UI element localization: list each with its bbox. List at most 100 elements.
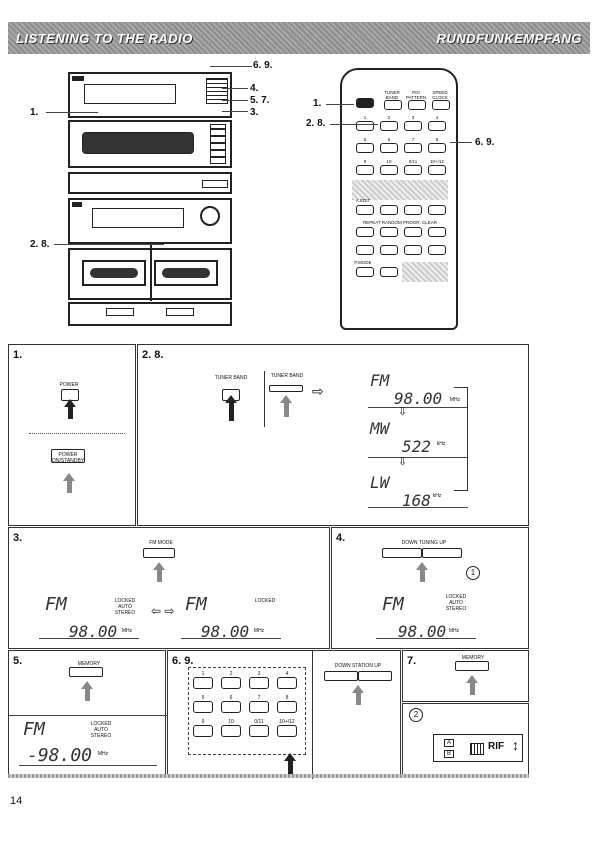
panel-step-7: 7. MEMORY [402, 650, 529, 702]
unit: MHz [448, 628, 460, 634]
remote-speed-key[interactable] [432, 100, 450, 110]
remote-play-key[interactable] [428, 245, 446, 255]
remote-key-6[interactable] [380, 143, 398, 153]
remote-pmode-label: P.MODE [354, 260, 372, 265]
step-number: 3. [13, 532, 23, 544]
tuning-up-button[interactable] [422, 548, 462, 558]
keypad-key-3[interactable] [249, 677, 269, 689]
label-a: A [444, 739, 454, 747]
up-arrow [64, 399, 76, 407]
up-arrow [280, 395, 292, 403]
remote-key-10[interactable] [380, 165, 398, 175]
section-header-bar: LISTENING TO THE RADIO RUNDFUNKEMPFANG [8, 22, 590, 54]
unit-lw: kHz [432, 493, 442, 499]
remote-key-3[interactable] [404, 121, 422, 131]
remote-prev-key[interactable] [356, 245, 374, 255]
keypad-key-0-11[interactable] [249, 725, 269, 737]
bottom-rule [8, 774, 529, 778]
keypad-key-1[interactable] [193, 677, 213, 689]
tuner-band-button-2[interactable] [269, 385, 303, 392]
remote-key-7[interactable] [404, 143, 422, 153]
remote-key[interactable] [380, 205, 398, 215]
callout-5-7: 5. 7. [250, 95, 270, 106]
panel-step-2-8: 2. 8. TUNER BAND TUNER BAND ⇨ FM 98.00 M… [137, 344, 529, 526]
remote-repeat-key[interactable] [356, 227, 374, 237]
step-number: 6. 9. [172, 655, 194, 667]
keypad-label: 3 [257, 671, 261, 677]
remote-key[interactable] [428, 205, 446, 215]
remote-key-4[interactable] [428, 121, 446, 131]
arrow-shaft [67, 407, 73, 419]
arrow-shaft [355, 693, 361, 705]
keypad-key-7[interactable] [249, 701, 269, 713]
remote-key[interactable] [380, 267, 398, 277]
remote-next-key[interactable] [380, 245, 398, 255]
stereo-indicator: STEREO [445, 606, 467, 612]
keypad-key-2[interactable] [221, 677, 241, 689]
memory-button[interactable] [69, 667, 103, 677]
remote-key-8[interactable] [428, 143, 446, 153]
up-arrow [416, 562, 428, 570]
remote-power-key[interactable] [356, 98, 374, 108]
remote-clear-key[interactable] [428, 227, 446, 237]
panel-step-3: 3. FM MODE FM LOCKED AUTO STEREO 98.00 M… [8, 527, 330, 649]
header-right-title: RUNDFUNKEMPFANG [436, 30, 582, 46]
keypad-key-4[interactable] [277, 677, 297, 689]
remote-aedit-key[interactable] [356, 205, 374, 215]
remote-control: TUNER BAND PDI PATTERN SPEED CLOCK 1 2 3… [340, 68, 458, 330]
keypad-frame [188, 667, 306, 755]
keypad-key-5[interactable] [193, 701, 213, 713]
keypad-key-10[interactable] [221, 725, 241, 737]
keypad-key-6[interactable] [221, 701, 241, 713]
remote-key-label: 2 [387, 115, 391, 120]
step-number: 4. [336, 532, 346, 544]
remote-tuner-band-key[interactable] [384, 100, 402, 110]
remote-key-label: 5 [363, 137, 367, 142]
memory-button[interactable] [455, 661, 489, 671]
unit-fm: MHz [449, 397, 461, 403]
callout-6-9: 6. 9. [253, 60, 273, 71]
remote-key-0-11[interactable] [404, 165, 422, 175]
locked-indicator: LOCKED [90, 721, 112, 727]
up-arrow [466, 675, 478, 683]
arrow-shaft [283, 403, 289, 417]
remote-pmode-key[interactable] [356, 267, 374, 277]
remote-key-5[interactable] [356, 143, 374, 153]
station-down-button[interactable] [324, 671, 358, 681]
station-up-button[interactable] [358, 671, 392, 681]
power-onoff-label: POWER ON/STANDBY [52, 452, 85, 464]
divider [29, 433, 125, 434]
callout-circle-2: 2 [409, 708, 423, 722]
remote-random-key[interactable] [380, 227, 398, 237]
auto-indicator: AUTO [118, 604, 132, 610]
remote-stop-key[interactable] [404, 245, 422, 255]
remote-pdi-key[interactable] [408, 100, 426, 110]
power-label: POWER [59, 382, 79, 388]
auto-indicator: AUTO [449, 600, 463, 606]
band-lw: LW [370, 473, 390, 492]
remote-callout-1: 1. [313, 98, 322, 109]
keypad-key-9[interactable] [193, 725, 213, 737]
remote-progr-key[interactable] [404, 227, 422, 237]
remote-key-label: 6 [387, 137, 391, 142]
power-onoff-button[interactable]: POWER ON/STANDBY [51, 449, 85, 464]
keypad-key-10plus-12[interactable] [277, 725, 297, 737]
divider [264, 371, 265, 427]
keypad-key-8[interactable] [277, 701, 297, 713]
remote-key-1[interactable] [356, 121, 374, 131]
fm-mode-label: FM MODE [149, 540, 173, 546]
freq-mw: 522 [402, 437, 431, 456]
remote-key[interactable] [404, 205, 422, 215]
tuning-down-button[interactable] [382, 548, 422, 558]
remote-key-10plus-12[interactable] [428, 165, 446, 175]
auto-indicator: AUTO [94, 727, 108, 733]
fm-mode-button[interactable] [143, 548, 175, 558]
callout-1: 1. [30, 107, 39, 118]
up-arrow [63, 473, 75, 481]
tuning-label: DOWN TUNING UP [401, 540, 447, 546]
remote-key-label: 10+/12 [430, 159, 444, 164]
remote-key-2[interactable] [380, 121, 398, 131]
arrow-shaft [66, 481, 72, 493]
remote-key-9[interactable] [356, 165, 374, 175]
arrow-shaft [469, 683, 475, 695]
